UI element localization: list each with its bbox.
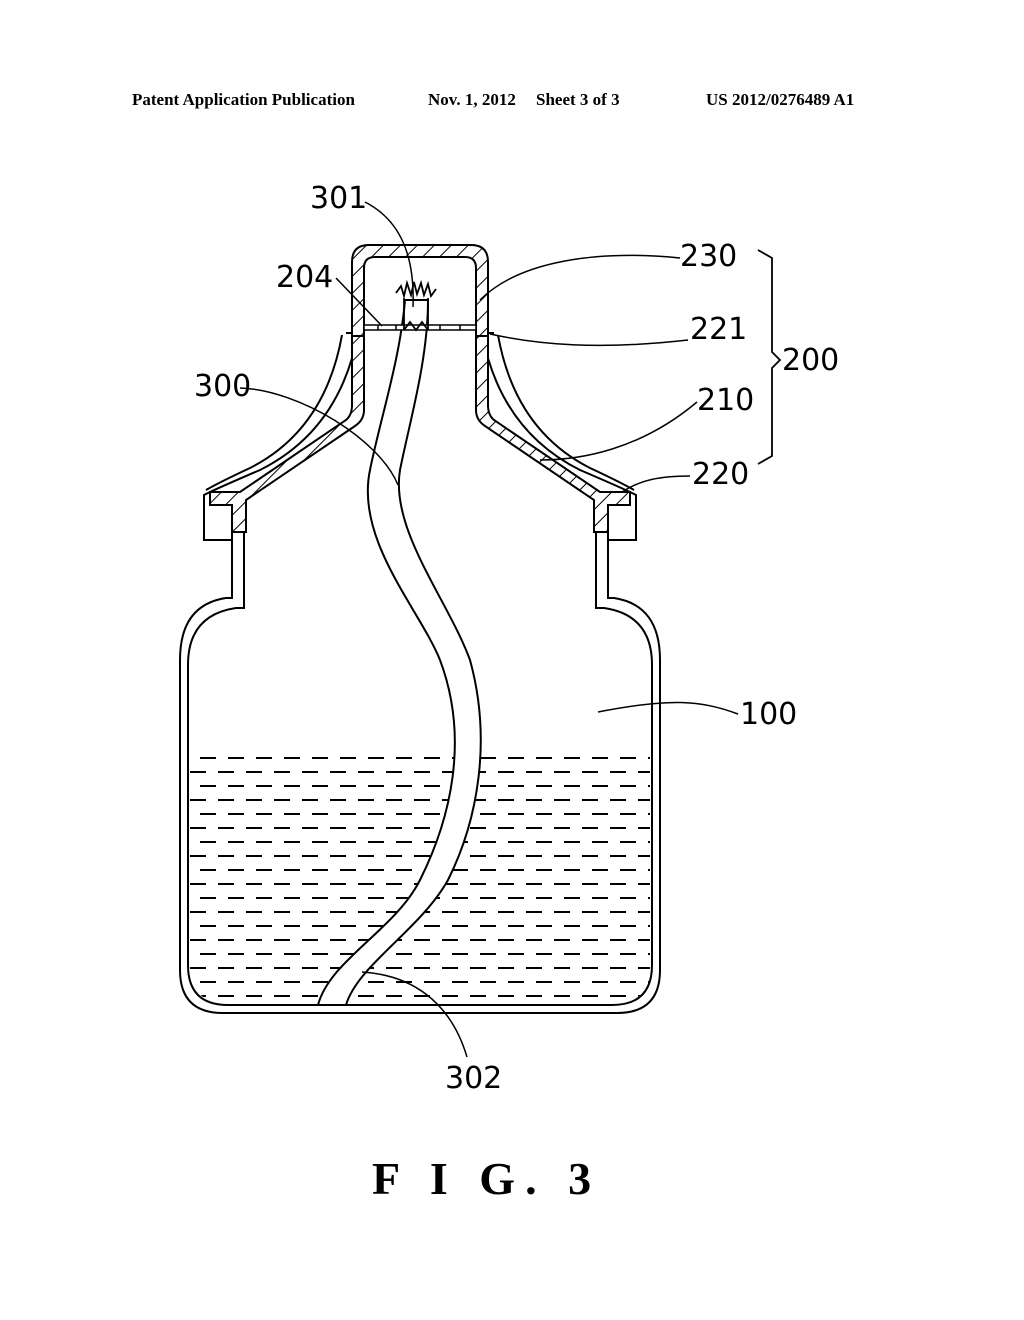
brace-200: [757, 249, 782, 465]
publication-date: Nov. 1, 2012: [428, 90, 516, 109]
label-210: 210: [697, 383, 754, 418]
label-220: 220: [692, 457, 749, 492]
label-301: 301: [310, 181, 367, 216]
label-230: 230: [680, 239, 737, 274]
label-200: 200: [782, 343, 839, 378]
top-cover: [351, 244, 489, 337]
patent-number: US 2012/0276489 A1: [706, 90, 855, 109]
label-300: 300: [194, 369, 251, 404]
label-221: 221: [690, 312, 747, 347]
liquid-level: [190, 757, 650, 997]
label-100: 100: [740, 697, 797, 732]
label-302: 302: [445, 1061, 502, 1096]
page-header: Patent Application Publication Nov. 1, 2…: [0, 90, 1024, 114]
label-204: 204: [276, 260, 333, 295]
figure-caption: F I G. 3: [372, 1153, 602, 1204]
sheet-number: Sheet 3 of 3: [536, 90, 620, 109]
wick-tube: [316, 299, 482, 1006]
funnel-body: [209, 335, 631, 533]
leader-lines: [239, 201, 739, 1058]
container-body: [179, 532, 661, 1014]
wick-upper-end: [395, 279, 437, 332]
publication-title: Patent Application Publication: [132, 90, 355, 109]
